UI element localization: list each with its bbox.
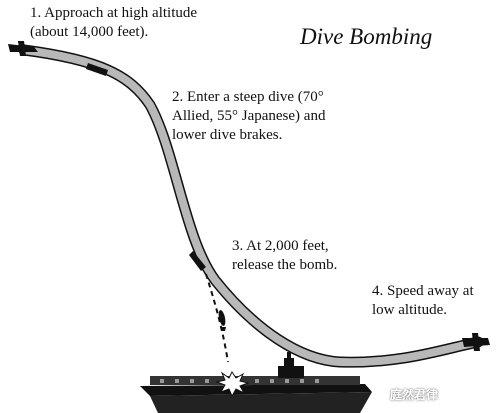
step-4-label: 4. Speed away at low altitude. [372, 282, 474, 320]
step-2-line-1: 2. Enter a steep dive (70° [172, 89, 324, 105]
watermark: 庭然君律 [374, 386, 438, 403]
step-4-line-2: low altitude. [372, 302, 447, 318]
step-1-line-1: 1. Approach at high altitude [30, 5, 198, 21]
bomb-icon [218, 310, 226, 331]
wechat-icon [374, 389, 388, 400]
aircraft-release-icon [189, 251, 206, 271]
aircraft-carrier-illustration [140, 352, 372, 413]
aircraft-approach-icon [8, 41, 38, 56]
step-1-line-2: (about 14,000 feet). [30, 24, 149, 40]
step-4-line-1: 4. Speed away at [372, 283, 474, 299]
diagram-title: Dive Bombing [300, 24, 433, 49]
explosion-flash-icon [215, 371, 250, 398]
aircraft-escape-icon [462, 333, 490, 351]
flight-path-fill [20, 46, 482, 367]
step-3-line-1: 3. At 2,000 feet, [232, 238, 329, 254]
step-3-label: 3. At 2,000 feet, release the bomb. [232, 237, 337, 275]
step-1-label: 1. Approach at high altitude (about 14,0… [30, 4, 197, 42]
step-2-line-2: Allied, 55° Japanese) and [172, 108, 326, 124]
step-2-label: 2. Enter a steep dive (70° Allied, 55° J… [172, 88, 325, 145]
aircraft-dive-icon [86, 63, 108, 76]
step-2-line-3: lower dive brakes. [172, 127, 283, 143]
step-3-line-2: release the bomb. [232, 257, 338, 273]
watermark-text: 庭然君律 [390, 388, 439, 402]
